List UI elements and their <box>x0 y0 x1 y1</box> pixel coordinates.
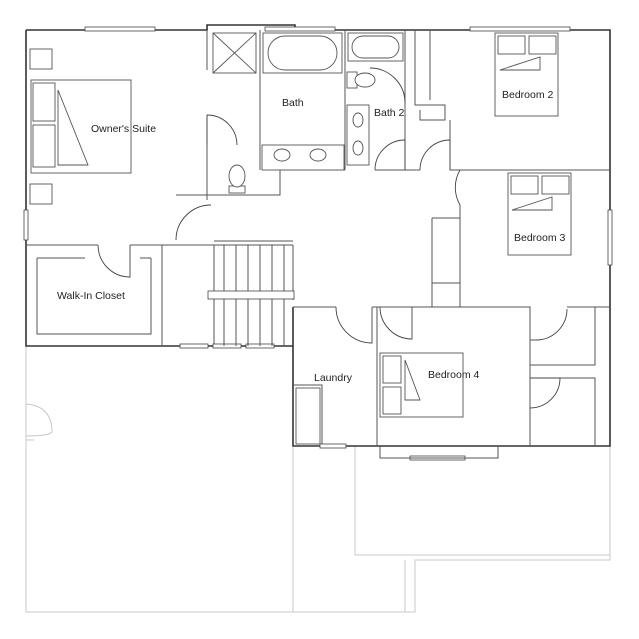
window <box>607 209 613 266</box>
room-labels: Owner's Suite Bath Bath 2 Bedroom 2 Bedr… <box>57 89 566 384</box>
room-label-bedroom-4: Bedroom 4 <box>428 369 480 381</box>
sink <box>273 148 291 162</box>
laundry-counter <box>295 387 321 445</box>
bed-cover <box>57 89 89 166</box>
nightstand <box>29 48 53 70</box>
toilet <box>228 164 246 188</box>
room-label-bedroom-2: Bedroom 2 <box>502 89 554 101</box>
owners-suite-door <box>175 204 212 241</box>
vanity <box>346 104 370 166</box>
sink <box>309 148 327 162</box>
bed-cover <box>404 359 421 401</box>
sink <box>352 140 364 156</box>
bath-2-door <box>374 139 406 171</box>
room-label-owners-suite: Owner's Suite <box>91 123 156 135</box>
tub-basin <box>351 35 400 59</box>
fixtures <box>29 32 572 445</box>
linen-door <box>419 139 451 171</box>
bedroom-3-door <box>454 169 461 206</box>
sink <box>352 112 364 128</box>
tub-basin <box>267 35 338 71</box>
stairs <box>214 240 293 346</box>
pillow <box>541 175 570 195</box>
bed-cover <box>511 196 553 211</box>
pillow <box>382 355 402 384</box>
window <box>264 26 336 32</box>
closet-door-3 <box>529 377 561 409</box>
bed-cover <box>499 56 541 71</box>
pillow <box>32 124 56 168</box>
closet-door <box>97 244 131 278</box>
window <box>319 443 347 449</box>
toilet <box>354 72 376 88</box>
window <box>469 26 571 32</box>
room-label-laundry: Laundry <box>314 372 353 384</box>
room-label-bath: Bath <box>282 97 304 109</box>
nightstand <box>29 183 53 205</box>
stair-rail <box>207 290 295 300</box>
wc-door <box>206 114 238 146</box>
laundry-door <box>335 306 373 344</box>
pillow <box>528 35 557 55</box>
bedroom-4-door <box>379 306 413 340</box>
window <box>179 343 209 349</box>
lower-level-outline <box>25 346 611 613</box>
pillow <box>497 35 526 55</box>
window <box>23 209 29 241</box>
pillow <box>382 386 402 415</box>
room-label-bath-2: Bath 2 <box>374 107 405 119</box>
closet-door-2 <box>535 308 568 341</box>
room-label-bedroom-3: Bedroom 3 <box>514 232 566 244</box>
pillow <box>32 82 56 122</box>
pillow <box>510 175 539 195</box>
window <box>212 343 242 349</box>
bath-door <box>369 67 406 104</box>
doors <box>97 67 568 409</box>
room-label-walk-in-closet: Walk-In Closet <box>57 290 125 302</box>
window <box>84 26 156 32</box>
